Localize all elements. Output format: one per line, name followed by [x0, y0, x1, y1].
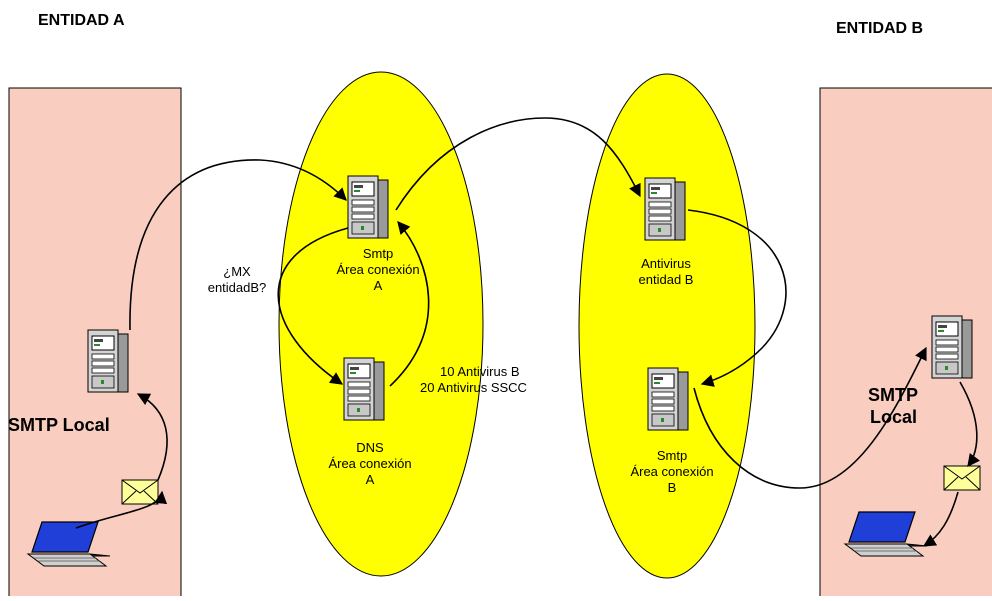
entity-a-title: ENTIDAD A	[38, 12, 125, 29]
mx-answer-label: 10 Antivirus B 20 Antivirus SSCC	[420, 364, 570, 396]
zone-area-conexion-a	[278, 71, 484, 577]
arrow-smtp-local-a-to-smtp-area-a	[129, 159, 347, 331]
smtp-area-b-line1: Smtp	[656, 448, 688, 463]
smtp-area-b-label: Smtp Área conexión B	[612, 448, 732, 496]
dns-area-a-line3: A	[365, 472, 375, 487]
zone-entidad-b	[578, 73, 756, 579]
entity-b-title: ENTIDAD B	[836, 20, 924, 37]
dns-area-a-label: DNS Área conexión A	[310, 440, 430, 488]
dns-area-a-line1: DNS	[356, 440, 384, 455]
dns-area-a-line2: Área conexión	[328, 456, 412, 471]
arrow-smtp-area-a-to-dns	[277, 227, 349, 385]
smtp-area-a-line2: Área conexión	[336, 262, 420, 277]
antivirus-b-line1: Antivirus	[641, 256, 691, 271]
envelope-a-icon	[121, 479, 159, 505]
smtp-local-b-line1: SMTP	[868, 385, 919, 405]
smtp-area-b-line2: Área conexión	[630, 464, 714, 479]
smtp-area-b-server-icon	[647, 367, 689, 431]
smtp-area-a-label: Smtp Área conexión A	[318, 246, 438, 294]
mx-answer-line2: 20 Antivirus SSCC	[420, 380, 527, 395]
smtp-local-b-label: SMTP Local	[868, 384, 918, 428]
arrow-antivirus-b-to-smtp-area-b	[687, 209, 787, 387]
smtp-local-b-server-icon	[931, 315, 973, 379]
smtp-local-b-line2: Local	[870, 407, 918, 427]
arrow-smtp-area-a-to-antivirus-b	[395, 117, 641, 211]
mx-query-label: ¿MX entidadB?	[198, 264, 276, 296]
arrow-smtp-area-b-to-smtp-local-b	[693, 346, 927, 489]
arrow-laptop-a-to-envelope	[75, 490, 168, 529]
arrow-dns-to-smtp-area-a	[389, 221, 430, 387]
dns-area-a-server-icon	[343, 357, 385, 421]
arrow-smtp-local-b-to-envelope	[959, 381, 981, 468]
mx-query-line2: entidadB?	[207, 280, 267, 295]
smtp-local-a-label: SMTP Local	[8, 415, 110, 435]
smtp-area-b-line3: B	[667, 480, 677, 495]
envelope-b-icon	[943, 465, 981, 491]
antivirus-b-server-icon	[644, 177, 686, 241]
antivirus-b-line2: entidad B	[638, 272, 694, 287]
smtp-area-a-line3: A	[373, 278, 383, 293]
mx-query-line1: ¿MX	[223, 264, 251, 279]
smtp-area-a-line1: Smtp	[362, 246, 394, 261]
antivirus-b-label: Antivirus entidad B	[610, 256, 722, 288]
smtp-local-a-server-icon	[87, 329, 129, 393]
smtp-area-a-server-icon	[347, 175, 389, 239]
arrow-envelope-to-smtp-local-a	[136, 393, 168, 481]
arrow-envelope-to-laptop-b	[922, 491, 959, 547]
mx-answer-line1: 10 Antivirus B	[440, 364, 520, 379]
